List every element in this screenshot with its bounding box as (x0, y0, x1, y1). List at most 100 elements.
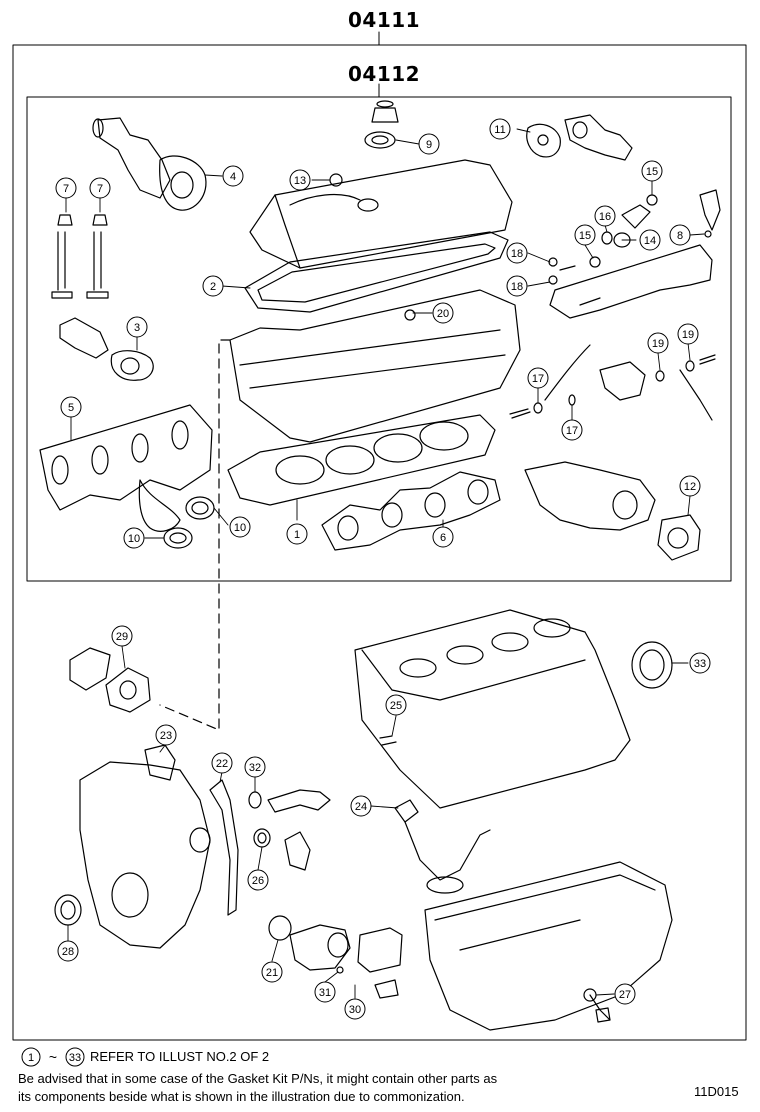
callout-label-c11: 11 (494, 124, 505, 136)
oil-pipe-and-seals (248, 789, 331, 871)
callout-label-c20: 20 (437, 308, 449, 320)
callout-label-c12: 12 (684, 481, 696, 493)
callout-circle-c3 (126, 316, 148, 338)
footer-range-sep: ~ (49, 1049, 57, 1065)
callout-label-c19a: 19 (652, 338, 664, 350)
callout-label-c7b: 7 (97, 183, 103, 195)
exhaust-pipe-gaskets (163, 496, 215, 549)
subkit-number-title: 04112 (348, 62, 421, 86)
callout-circle-c1 (286, 523, 308, 545)
callout-circle-c7b (89, 177, 111, 199)
callout-label-c10b: 10 (234, 522, 246, 534)
intake-manifold-gasket (321, 471, 501, 551)
head-cover (249, 159, 513, 269)
cylinder-head-gasket (227, 414, 496, 506)
callout-label-c5: 5 (68, 402, 74, 414)
timing-cover (79, 744, 211, 949)
callout-label-c15b: 15 (579, 230, 591, 242)
callout-label-c19b: 19 (682, 329, 694, 341)
crank-front-seal (54, 894, 82, 926)
callout-label-c26: 26 (252, 875, 264, 887)
callout-circle-c27 (614, 983, 636, 1005)
callout-circle-c32 (244, 756, 266, 778)
callout-label-c17a: 17 (532, 373, 544, 385)
callout-circle-c29 (111, 625, 133, 647)
callout-label-c33: 33 (694, 658, 706, 670)
sensor-part (59, 317, 154, 381)
callout-circle-c4 (222, 165, 244, 187)
callout-label-c18a: 18 (511, 248, 523, 260)
advisory-note-line-2: its components beside what is shown in t… (18, 1089, 465, 1104)
callout-circle-c17b (561, 419, 583, 441)
inner-kit-frame (26, 96, 732, 582)
callout-label-c25: 25 (390, 700, 402, 712)
illustration-code: 11D015 (694, 1084, 739, 1099)
oil-filler-cap (329, 100, 399, 187)
callout-circle-c6 (432, 526, 454, 548)
callout-label-c1: 1 (294, 529, 300, 541)
callout-circle-c23 (155, 724, 177, 746)
callout-label-c18b: 18 (511, 281, 523, 293)
leader-lines (65, 128, 705, 999)
cover-gasket-strip (209, 779, 239, 916)
callout-circle-c31 (314, 981, 336, 1003)
callout-circle-c9 (418, 133, 440, 155)
callout-circle-c16 (594, 205, 616, 227)
footer-range-icons (21, 1047, 85, 1067)
callout-circle-c10b (229, 516, 251, 538)
callout-circle-c19a (647, 332, 669, 354)
callout-label-c16: 16 (599, 211, 611, 223)
callout-label-c27: 27 (619, 989, 631, 1001)
outer-kit-frame (12, 44, 747, 1041)
callout-label-c30: 30 (349, 1004, 361, 1016)
callout-label-c4: 4 (230, 171, 236, 183)
fuel-delivery-pipe (548, 244, 713, 319)
callout-label-c31: 31 (319, 987, 331, 999)
callout-circle-c10a (123, 527, 145, 549)
callout-circle-c12 (679, 475, 701, 497)
callout-label-c29: 29 (116, 631, 128, 643)
callout-label-c7a: 7 (63, 183, 69, 195)
callout-circle-c2 (202, 275, 224, 297)
callout-label-c21: 21 (266, 967, 278, 979)
front-cover-top (524, 461, 701, 561)
footer-range-start: 1 (28, 1052, 34, 1064)
callout-circle-c24 (350, 795, 372, 817)
callout-circle-c33 (689, 652, 711, 674)
callout-circle-c13 (289, 169, 311, 191)
callout-circle-c15a (641, 160, 663, 182)
injector-seals (589, 189, 721, 268)
callout-circle-c28 (57, 940, 79, 962)
callout-circle-c25 (385, 694, 407, 716)
callout-label-c17b: 17 (566, 425, 578, 437)
water-inlet-part (526, 114, 633, 161)
callout-circle-c21 (261, 961, 283, 983)
callout-circle-c14 (639, 229, 661, 251)
callout-label-c23: 23 (160, 730, 172, 742)
callout-label-c15a: 15 (646, 166, 658, 178)
dashed-link-line (159, 339, 231, 731)
callout-circle-c20 (432, 302, 454, 324)
callout-circle-c8 (669, 224, 691, 246)
oil-strainer (394, 799, 491, 894)
footer-range-end: 33 (69, 1052, 81, 1064)
valve-stem-seals (51, 214, 109, 299)
water-outlet-part (92, 117, 207, 211)
callout-label-c10a: 10 (128, 533, 140, 545)
callout-label-c28: 28 (62, 946, 74, 958)
callout-label-c3: 3 (134, 322, 140, 334)
callout-circle-c19b (677, 323, 699, 345)
callout-circle-c26 (247, 869, 269, 891)
exhaust-manifold-gasket (39, 404, 213, 532)
callout-label-c9: 9 (426, 139, 432, 151)
refer-note: REFER TO ILLUST NO.2 OF 2 (90, 1049, 270, 1064)
callout-circle-c15b (574, 224, 596, 246)
crank-rear-seal (631, 641, 673, 689)
cylinder-head (229, 289, 521, 443)
callout-label-c24: 24 (355, 801, 367, 813)
advisory-note-line-1: Be advised that in some case of the Gask… (18, 1071, 498, 1086)
callout-circle-c17a (527, 367, 549, 389)
cylinder-block (354, 609, 631, 809)
